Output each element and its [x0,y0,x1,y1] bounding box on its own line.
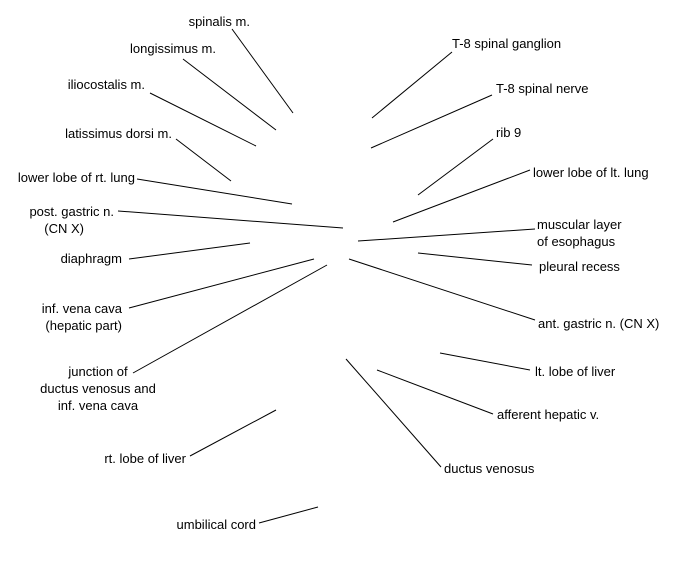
labels-left-bottom: rt. lobe of liver umbilical cord [104,451,256,532]
leader-line-rt-lobe-liver [189,409,277,457]
label-latissimus: latissimus dorsi m. [65,126,172,141]
leader-line-umbilical-cord [258,506,319,524]
label-ivc-line2: (hepatic part) [45,318,122,333]
leader-line-iliocostalis [149,92,257,147]
label-junction-line1: junction of [67,364,128,379]
label-umbilical-cord: umbilical cord [177,517,256,532]
leader-line-lower-lobe-lt-lung [392,169,531,223]
label-junction: junction of ductus venosus and inf. vena… [40,364,156,413]
label-t8-ganglion: T-8 spinal ganglion [452,36,561,51]
label-post-gastric-line1: post. gastric n. [29,204,114,219]
leader-line-spinalis [231,28,294,114]
label-lower-lobe-rt-lung: lower lobe of rt. lung [18,170,135,185]
label-t8-nerve: T-8 spinal nerve [496,81,589,96]
leader-line-t8-ganglion [371,51,453,119]
label-junction-line2: ductus venosus and [40,381,156,396]
leader-line-lower-lobe-rt-lung [136,178,293,205]
leader-lines-left [117,28,344,524]
leader-lines-right [345,51,536,468]
label-ant-gastric: ant. gastric n. (CN X) [538,316,659,331]
leader-line-longissimus [182,58,277,131]
label-afferent-hepatic: afferent hepatic v. [497,407,599,422]
label-iliocostalis: iliocostalis m. [68,77,145,92]
leader-line-latissimus [175,138,232,182]
label-pleural-recess: pleural recess [539,259,620,274]
labels-left: spinalis m. longissimus m. iliocostalis … [18,14,250,333]
leader-line-afferent-hepatic [376,369,494,415]
label-lt-lobe-liver: lt. lobe of liver [535,364,616,379]
labels-right: T-8 spinal ganglion T-8 spinal nerve rib… [444,36,659,476]
label-rt-lobe-liver: rt. lobe of liver [104,451,186,466]
leader-line-lt-lobe-liver [439,352,531,371]
label-ivc-line1: inf. vena cava [42,301,123,316]
label-longissimus: longissimus m. [130,41,216,56]
leader-line-junction [132,264,328,374]
leader-line-diaphragm [128,242,251,260]
label-lower-lobe-lt-lung: lower lobe of lt. lung [533,165,649,180]
label-post-gastric-line2: (CN X) [44,221,84,236]
leader-line-t8-nerve [370,94,493,149]
leader-line-ivc [128,258,315,309]
label-muscular-layer-line1: muscular layer [537,217,622,232]
label-junction-line3: inf. vena cava [58,398,139,413]
label-ductus-venosus: ductus venosus [444,461,535,476]
leader-line-ductus-venosus [345,358,442,468]
label-muscular-layer-line2: of esophagus [537,234,616,249]
leader-line-post-gastric [117,210,344,229]
label-spinalis: spinalis m. [189,14,250,29]
leader-line-pleural-recess [417,252,533,266]
leader-line-muscular-layer [357,228,536,242]
leader-line-rib9 [417,138,494,196]
leader-line-ant-gastric [348,258,536,321]
label-diaphragm: diaphragm [61,251,122,266]
label-rib9: rib 9 [496,125,521,140]
